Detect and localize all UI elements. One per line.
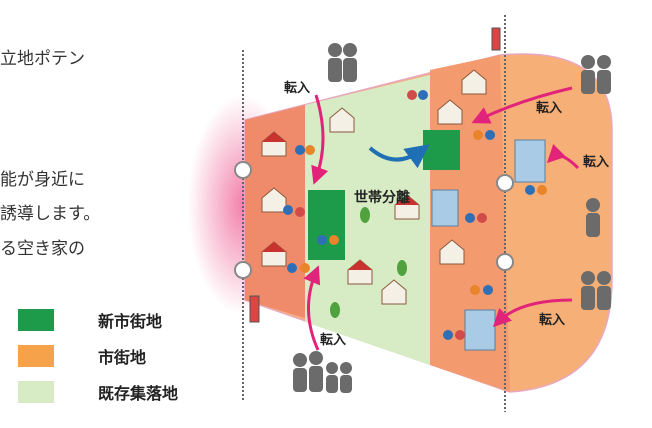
legend-swatch-urban: [18, 345, 54, 367]
household-split-label: 世帯分離: [354, 189, 410, 206]
station-node: [496, 174, 514, 192]
region-new-urban-left: [308, 190, 345, 260]
station-node: [234, 161, 252, 179]
move-in-arrow-right-bottom: [492, 298, 573, 328]
region-new-urban-top: [423, 130, 460, 170]
houses: [261, 69, 546, 351]
people-silhouettes: [293, 43, 611, 393]
move-in-label-right-top: 転入: [536, 100, 562, 116]
train-icon: [491, 27, 501, 51]
household-split-arrow: [368, 144, 430, 169]
legend-swatch-new-urban: [18, 309, 54, 331]
legend-label-urban: 市街地: [98, 348, 147, 367]
legend: 新市街地 市街地 既存集落地: [18, 302, 178, 410]
move-in-arrow-top: [311, 94, 329, 185]
residents: [283, 90, 547, 340]
body-text-line-1: 立地ポテン: [0, 49, 85, 69]
trees: [330, 207, 407, 318]
legend-label-new-urban: 新市街地: [98, 312, 163, 331]
body-text-line-3: 誘導します。: [0, 204, 101, 224]
legend-swatch-existing-village: [18, 381, 54, 403]
legend-item-urban: 市街地: [18, 338, 178, 374]
move-in-label-right-mid: 転入: [583, 154, 609, 170]
station-node: [234, 261, 252, 279]
move-in-arrow-bottom: [303, 265, 321, 351]
body-text-line-4: る空き家の: [0, 239, 85, 259]
body-text-line-2: 能が身近に: [0, 170, 85, 190]
legend-label-existing-village: 既存集落地: [98, 384, 179, 403]
move-in-label-right-bottom: 転入: [539, 312, 565, 328]
legend-item-existing-village: 既存集落地: [18, 374, 178, 410]
station-node: [496, 253, 514, 271]
legend-item-new-urban: 新市街地: [18, 302, 178, 338]
move-in-arrow-right-mid: [546, 144, 580, 170]
move-in-arrow-right-top: [471, 86, 573, 124]
train-icon: [249, 295, 260, 323]
move-in-label-bottom: 転入: [320, 332, 346, 348]
move-in-label-top: 転入: [284, 80, 310, 96]
